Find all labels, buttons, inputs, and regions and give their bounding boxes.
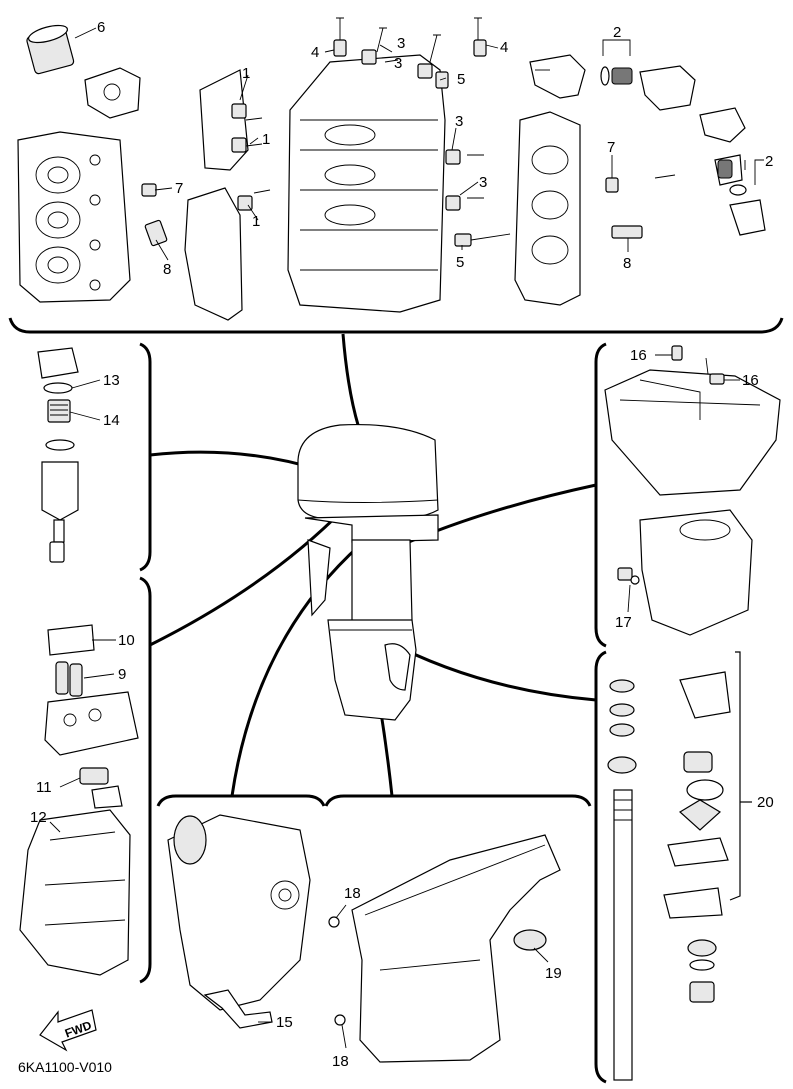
cylinder-head-port bbox=[17, 131, 131, 303]
plug-17 bbox=[617, 567, 640, 585]
screw-18 bbox=[328, 916, 346, 1026]
washer-part-7 bbox=[141, 177, 619, 197]
intake-manifold bbox=[19, 809, 131, 976]
swivel-bracket bbox=[167, 814, 311, 1011]
bolt-16 bbox=[671, 345, 725, 385]
callout-14: 14 bbox=[103, 412, 120, 429]
callout-3b: 3 bbox=[394, 55, 402, 72]
thermostat-part-2 bbox=[600, 66, 747, 196]
callout-19: 19 bbox=[545, 965, 562, 982]
cylinder-head-starboard bbox=[514, 111, 581, 306]
callout-17: 17 bbox=[615, 614, 632, 631]
callout-15: 15 bbox=[276, 1014, 293, 1031]
fuel-rail-assembly bbox=[44, 624, 139, 756]
callout-1b: 1 bbox=[262, 131, 270, 148]
callout-2b: 2 bbox=[765, 153, 773, 170]
grounding-plate-15 bbox=[203, 989, 273, 1029]
callout-2a: 2 bbox=[613, 24, 621, 41]
exhaust-guide bbox=[639, 509, 753, 636]
callout-11: 11 bbox=[36, 779, 52, 796]
callout-1c: 1 bbox=[252, 213, 260, 230]
callout-8a: 8 bbox=[163, 261, 171, 278]
oil-filter-housing bbox=[84, 67, 141, 119]
document-code: 6KA1100-V010 bbox=[18, 1059, 112, 1075]
callout-leaders bbox=[49, 27, 764, 1049]
callout-9: 9 bbox=[118, 666, 126, 683]
callout-3c: 3 bbox=[455, 113, 463, 130]
engine-block bbox=[287, 54, 446, 313]
callout-3d: 3 bbox=[479, 174, 487, 191]
outboard-motor-overview bbox=[297, 424, 439, 721]
bolts-top bbox=[245, 17, 676, 241]
callout-16a: 16 bbox=[630, 347, 647, 364]
callout-6: 6 bbox=[97, 19, 105, 36]
pressure-regulator-part-11 bbox=[79, 767, 123, 809]
lower-case bbox=[351, 834, 561, 1063]
water-pump-kit-20 bbox=[663, 671, 731, 1003]
callout-labels: 1 1 1 2 2 3 3 3 3 4 4 5 5 6 7 7 8 8 9 10… bbox=[30, 19, 774, 1070]
spacer-part-4 bbox=[333, 39, 487, 57]
callout-7b: 7 bbox=[607, 139, 615, 156]
callout-16b: 16 bbox=[742, 372, 759, 389]
anode-part-3 bbox=[361, 49, 461, 211]
callout-18a: 18 bbox=[344, 885, 361, 902]
callout-10: 10 bbox=[118, 632, 135, 649]
oil-filter bbox=[26, 24, 75, 75]
oil-pan-upper bbox=[604, 369, 781, 496]
fuel-filter-assembly bbox=[37, 347, 79, 563]
spark-plug-part-8 bbox=[144, 219, 643, 247]
callout-8b: 8 bbox=[623, 255, 631, 272]
callout-18b: 18 bbox=[332, 1053, 349, 1070]
callout-4a: 4 bbox=[311, 44, 319, 61]
callout-7a: 7 bbox=[175, 180, 183, 197]
callout-20: 20 bbox=[757, 794, 774, 811]
fwd-arrow-icon: FWD bbox=[39, 1009, 97, 1052]
callout-12: 12 bbox=[30, 809, 47, 826]
section-brackets bbox=[8, 317, 784, 1084]
driveshaft bbox=[613, 789, 633, 1081]
bracket-20 bbox=[729, 651, 752, 901]
callout-5b: 5 bbox=[456, 254, 464, 271]
thermostat-cover-left bbox=[529, 54, 696, 111]
callout-3a: 3 bbox=[397, 35, 405, 52]
sleeve-part-5 bbox=[435, 71, 472, 247]
callout-1a: 1 bbox=[242, 65, 250, 82]
callout-4b: 4 bbox=[500, 39, 508, 56]
driveshaft-bearings bbox=[607, 679, 637, 774]
anode-19 bbox=[513, 929, 547, 951]
callout-5a: 5 bbox=[457, 71, 465, 88]
callout-13: 13 bbox=[103, 372, 120, 389]
